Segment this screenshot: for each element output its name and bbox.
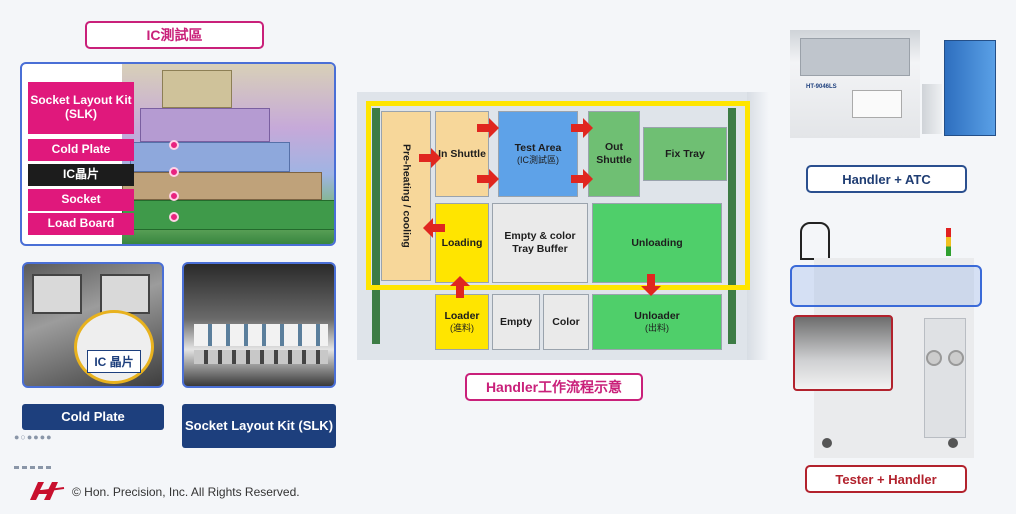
atc-cabinet — [944, 40, 996, 136]
pointer-dot — [169, 167, 179, 177]
handler-diagram-title: Handler工作流程示意 — [465, 373, 643, 401]
tester-handler-label: Tester + Handler — [805, 465, 967, 493]
arrow-left-icon — [423, 218, 445, 238]
zone-unloading: Unloading — [592, 203, 722, 283]
wheel-icon — [822, 438, 832, 448]
wheel-icon — [948, 438, 958, 448]
machine-badge: HT-9046LS — [806, 84, 837, 90]
test-area-sublabel: (IC測試區) — [517, 154, 559, 165]
slk-photo — [182, 262, 336, 388]
label-cold-plate: Cold Plate — [28, 139, 134, 161]
flow-arrows — [419, 118, 661, 298]
pointer-dot — [169, 140, 179, 150]
test-flow-frame — [366, 101, 750, 290]
ic-block — [130, 142, 290, 172]
cold-plate-caption: Cold Plate — [22, 404, 164, 430]
zone-tray-buffer: Empty & color Tray Buffer — [492, 203, 588, 283]
plate-module — [32, 274, 82, 314]
test-area-label: Test Area — [514, 142, 562, 155]
zone-loading: Loading — [435, 203, 489, 283]
hon-precision-logo-icon — [28, 480, 66, 502]
zone-unloader: Unloader (出料) — [592, 294, 722, 350]
arm-bracket — [800, 222, 830, 260]
cold-plate-block — [140, 108, 270, 142]
arrow-right-icon — [571, 118, 593, 138]
slk-caption: Socket Layout Kit (SLK) — [182, 404, 336, 448]
handler-highlight — [790, 265, 982, 307]
atc-cart — [922, 84, 942, 134]
label-load-board: Load Board — [28, 213, 134, 235]
handler-atc-label: Handler + ATC — [806, 165, 967, 193]
signal-tower — [946, 228, 951, 256]
ic-chip-overlay-label: IC 晶片 — [87, 350, 141, 373]
arrow-down-icon — [641, 274, 661, 296]
ic-test-area-panel: Socket Layout Kit (SLK) Cold Plate IC晶片 … — [20, 62, 336, 246]
arrow-right-icon — [477, 169, 499, 189]
arrow-right-icon — [571, 169, 593, 189]
machine-top — [800, 38, 910, 76]
label-socket-layout-kit: Socket Layout Kit (SLK) — [28, 82, 134, 134]
fan-icon — [948, 350, 964, 366]
socket-block — [122, 172, 322, 200]
ic-chip-highlight: IC 晶片 — [74, 310, 154, 384]
label-ic-chip: IC晶片 — [28, 164, 134, 186]
zone-color: Color — [543, 294, 589, 350]
zone-preheating: Pre-heating / cooling — [381, 111, 431, 281]
loader-sublabel: (進料) — [450, 322, 474, 333]
pointer-dot — [169, 191, 179, 201]
zone-empty: Empty — [492, 294, 540, 350]
decorative-bar — [14, 466, 52, 469]
pointer-dot — [169, 212, 179, 222]
decorative-dots: ●○●●●● — [14, 432, 53, 442]
arrow-up-icon — [450, 276, 470, 298]
arrow-right-icon — [477, 118, 499, 138]
socket-assembly-image — [122, 64, 334, 244]
tester-highlight — [793, 315, 893, 391]
zone-fix-tray: Fix Tray — [643, 127, 727, 181]
machine-door — [852, 90, 902, 118]
right-rail — [728, 108, 736, 344]
zone-out-shuttle: Out Shuttle — [588, 111, 640, 197]
copyright-text: © Hon. Precision, Inc. All Rights Reserv… — [72, 485, 300, 499]
slk-sockets — [194, 324, 328, 346]
fan-icon — [926, 350, 942, 366]
unloader-label: Unloader — [634, 310, 680, 323]
zone-test-area: Test Area (IC測試區) — [498, 111, 578, 197]
ic-area-title: IC測試區 — [85, 21, 264, 49]
cold-plate-photo: IC 晶片 — [22, 262, 164, 388]
handler-machine-image: HT-9046LS — [790, 30, 920, 138]
label-socket: Socket — [28, 189, 134, 211]
plate-module — [100, 274, 150, 314]
loader-label: Loader — [444, 310, 480, 323]
load-board-block — [122, 200, 334, 230]
slk-block — [162, 70, 232, 108]
slk-pins — [194, 350, 328, 364]
unloader-sublabel: (出料) — [645, 322, 669, 333]
arrow-right-icon — [419, 148, 441, 168]
left-rail — [372, 108, 380, 344]
tester-side-panel — [924, 318, 966, 438]
diagram-shadow — [747, 92, 769, 360]
